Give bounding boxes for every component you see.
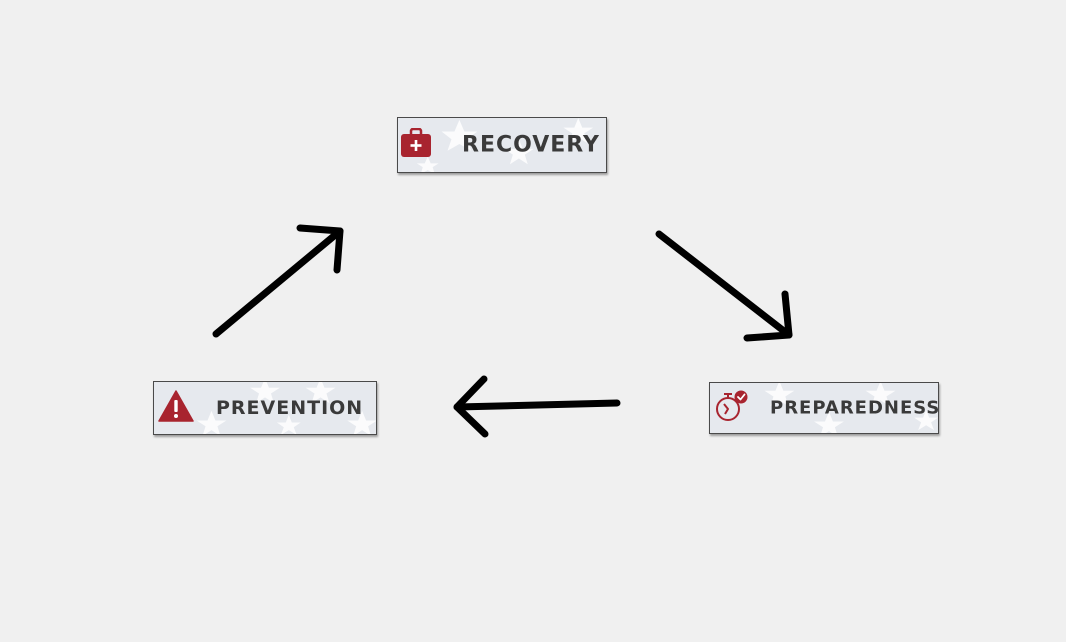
star-pattern [764, 383, 938, 433]
node-preparedness: PREPAREDNESS [709, 382, 939, 434]
star-pattern [416, 118, 594, 172]
node-prevention: PREVENTION [153, 381, 377, 435]
arrow-recovery-to-preparedness [655, 230, 793, 342]
stopwatch-check-icon [714, 389, 750, 427]
arrow-preparedness-to-prevention [453, 375, 621, 438]
star-pattern [196, 382, 376, 434]
node-label-prevention: PREVENTION [216, 397, 364, 419]
arrow-prevention-to-recovery [212, 224, 344, 338]
node-label-preparedness: PREPAREDNESS [770, 397, 939, 419]
node-label-recovery: RECOVERY [462, 132, 600, 158]
warning-icon [158, 390, 194, 426]
first-aid-kit-icon [400, 127, 432, 162]
node-recovery: RECOVERY [397, 117, 607, 173]
